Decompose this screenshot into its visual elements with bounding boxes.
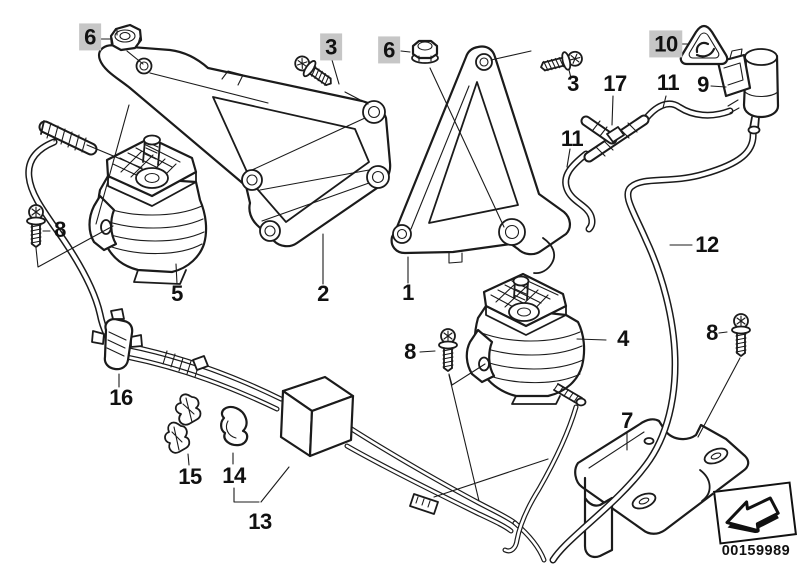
clip-16 (91, 308, 143, 371)
callout-9: 9 (697, 72, 709, 98)
image-number: 00159989 (721, 543, 791, 559)
hose-11-upper (640, 100, 734, 125)
clips-15 (164, 393, 202, 454)
callout-14: 14 (222, 463, 246, 489)
bolt-8-left (26, 204, 46, 248)
callout-17: 17 (603, 71, 627, 97)
rigid-pipe-to-mount (502, 404, 579, 554)
callout-15: 15 (178, 464, 202, 490)
callout-7: 7 (621, 408, 633, 434)
hose-11-lower (562, 150, 596, 233)
callout-4: 4 (617, 326, 629, 352)
engine-mount-4 (465, 272, 587, 407)
callout-12: 12 (695, 232, 719, 258)
t-connector-17 (580, 114, 650, 163)
hose-12 (549, 128, 757, 564)
flange-nut-6-right (411, 39, 439, 64)
hose-connector-bellows (38, 120, 98, 156)
support-bracket-1 (390, 45, 571, 275)
callout-8: 8 (54, 217, 66, 243)
callout-13: 13 (248, 509, 272, 535)
damper-cube-13 (279, 375, 355, 458)
callout-11: 11 (560, 126, 584, 152)
feed-hose (25, 138, 121, 352)
support-bracket-2 (97, 44, 392, 248)
callout-3: 3 (567, 71, 579, 97)
leader-lines (35, 38, 741, 503)
callout-16: 16 (109, 385, 133, 411)
bolt-8-right (731, 313, 751, 357)
callout-8: 8 (404, 339, 416, 365)
clip-14 (220, 405, 249, 447)
callout-6: 6 (378, 36, 400, 64)
bolt-8-center (438, 328, 458, 372)
callout-6: 6 (79, 23, 101, 51)
callout-8: 8 (706, 320, 718, 346)
callout-2: 2 (317, 281, 329, 307)
direction-arrow-icon (725, 496, 780, 534)
vacuum-valve-9 (716, 48, 780, 135)
warning-triangle-icon (679, 24, 729, 66)
callout-11: 11 (656, 70, 680, 96)
twin-pipes-13 (113, 341, 547, 563)
callout-5: 5 (171, 281, 183, 307)
callout-10: 10 (649, 30, 683, 58)
stamp-box (713, 481, 797, 545)
callout-3: 3 (320, 33, 342, 61)
engine-mount-5 (88, 134, 208, 285)
hex-nut-6-left (109, 23, 143, 52)
callout-1: 1 (402, 280, 414, 306)
